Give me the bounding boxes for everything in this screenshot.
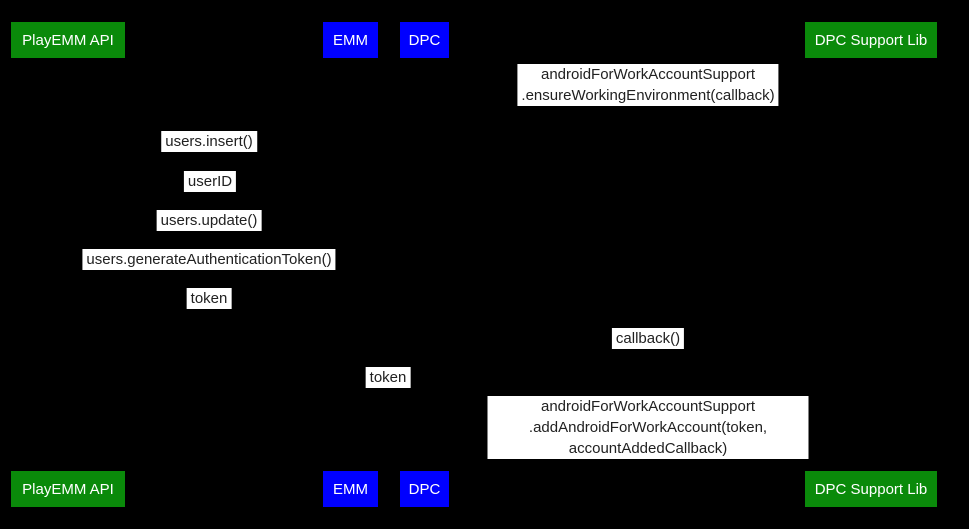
message-token-to-dpc: token <box>365 367 411 388</box>
message-users-insert: users.insert() <box>161 131 257 152</box>
message-token-to-emm: token <box>186 288 232 309</box>
message-callback: callback() <box>611 328 685 349</box>
actor-emm-bottom: EMM <box>323 471 378 507</box>
message-generate-authentication-token: users.generateAuthenticationToken() <box>82 249 336 270</box>
actor-dpc-support-lib-bottom: DPC Support Lib <box>805 471 937 507</box>
message-user-id: userID <box>183 171 237 192</box>
message-ensure-working-environment: androidForWorkAccountSupport .ensureWork… <box>517 64 779 106</box>
message-add-android-for-work-account: androidForWorkAccountSupport .addAndroid… <box>487 396 809 459</box>
actor-emm-top: EMM <box>323 22 378 58</box>
actor-dpc-support-lib-top: DPC Support Lib <box>805 22 937 58</box>
actor-dpc-top: DPC <box>400 22 449 58</box>
actor-playemm-api-top: PlayEMM API <box>11 22 125 58</box>
actor-playemm-api-bottom: PlayEMM API <box>11 471 125 507</box>
actor-dpc-bottom: DPC <box>400 471 449 507</box>
message-users-update: users.update() <box>156 210 262 231</box>
